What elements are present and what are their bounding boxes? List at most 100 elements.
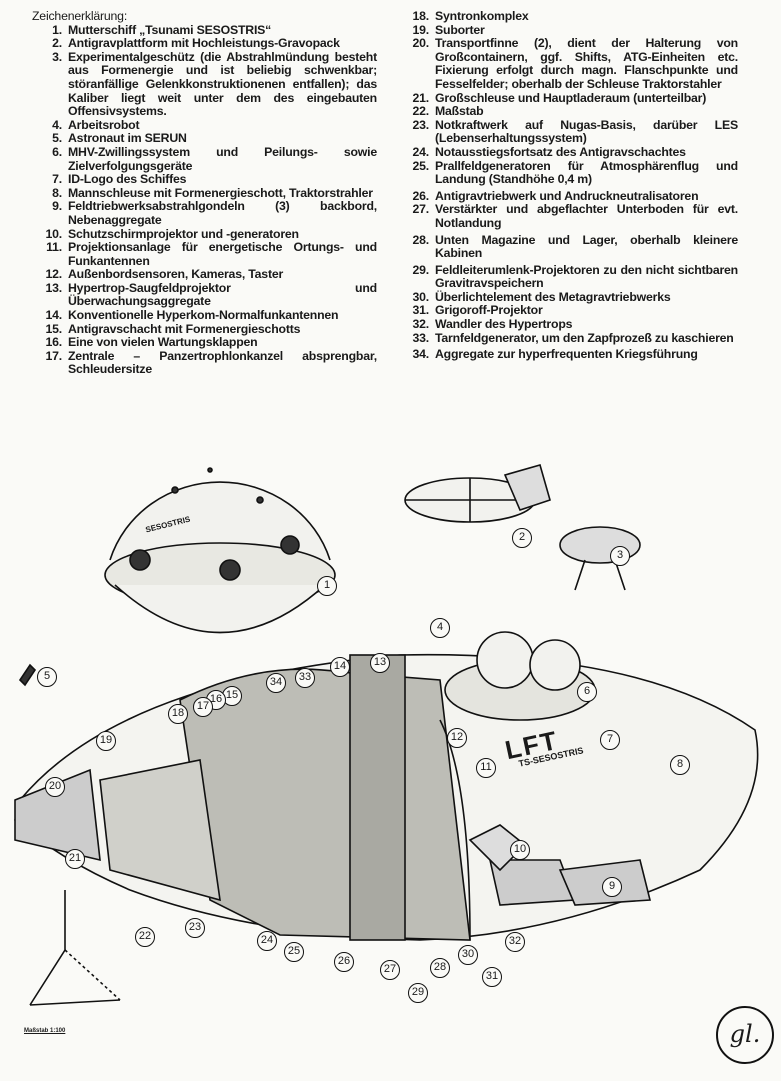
legend-item-text: Feldtriebwerksabstrahlgondeln (3) backbo… xyxy=(68,199,377,227)
legend-item: 29.Feldleiterumlenk-Projektoren zu den n… xyxy=(403,262,739,291)
callout-marker: 1 xyxy=(317,576,337,596)
legend-item-number: 31. xyxy=(412,303,430,318)
legend-item: 1. Mutterschiff „Tsunami SESOSTRIS“ xyxy=(32,22,377,38)
legend-item-number: 1. xyxy=(52,22,62,37)
legend-item-number: 28. xyxy=(412,232,430,247)
callout-marker: 29 xyxy=(408,983,428,1003)
legend-item: 23.Notkraftwerk auf Nugas-Basis, darüber… xyxy=(403,118,739,146)
legend-item-number: 3. xyxy=(52,49,62,64)
callout-marker: 26 xyxy=(334,952,354,972)
legend-item-number: 29. xyxy=(412,262,430,277)
legend-item: 27.Verstärkter und abgeflachter Unterbod… xyxy=(403,202,739,230)
scale-axes xyxy=(29,890,121,1006)
callout-marker: 18 xyxy=(168,704,188,724)
callout-marker: 12 xyxy=(447,728,467,748)
legend-item-number: 14. xyxy=(45,308,63,323)
legend-item-text: Astronaut im SERUN xyxy=(68,131,187,146)
legend-item-number: 34. xyxy=(412,347,430,362)
legend-item-text: Transportfinne (2), dient der Halterung … xyxy=(435,36,738,91)
callout-marker: 27 xyxy=(380,960,400,980)
legend-item-text: Schutzschirmprojektor und -generatoren xyxy=(68,226,299,241)
callout-marker: 33 xyxy=(295,668,315,688)
legend-item: 3. Experimentalgeschütz (die Abstrahlmünd… xyxy=(32,49,377,119)
legend-item: 17.Zentrale – Panzertrophlonkanzel abspr… xyxy=(32,348,378,377)
callout-marker: 28 xyxy=(430,958,450,978)
legend-item-number: 4. xyxy=(52,117,62,132)
legend-item-number: 6. xyxy=(52,144,62,159)
legend-item: 32.Wandler des Hypertrops xyxy=(403,317,738,332)
callout-marker: 17 xyxy=(193,697,213,717)
legend-item: 25. Prallfeldgeneratoren für Atmosphärenf… xyxy=(403,158,739,187)
legend-item: 19. Suborter xyxy=(403,22,738,38)
legend-item-text: Grigoroff-Projektor xyxy=(435,303,543,318)
legend-item-number: 19. xyxy=(412,22,430,37)
astronaut-figure xyxy=(18,663,37,687)
legend-item-text: Prallfeldgeneratoren für Atmosphärenflug… xyxy=(435,158,738,187)
callout-marker: 19 xyxy=(96,731,116,751)
callout-marker: 3 xyxy=(610,546,630,566)
legend-title: Zeichenerklärung: xyxy=(32,9,128,23)
legend-item-number: 26. xyxy=(412,188,430,203)
legend-item-number: 7. xyxy=(52,172,62,187)
legend-item-text: Überlichtelement des Metagravtriebwerks xyxy=(435,289,671,304)
legend-item: 14.Konventionelle Hyperkom-Normalfunkant… xyxy=(32,308,377,323)
legend-item-text: Mutterschiff „Tsunami SESOSTRIS“ xyxy=(68,22,272,37)
legend-item-text: Zentrale – Panzertrophlonkanzel abspreng… xyxy=(68,348,377,377)
legend-item: 8. Mannschleuse mit Formenergieschott, Tr… xyxy=(32,185,377,201)
antigrav-platform xyxy=(404,464,641,591)
legend-item-text: Großschleuse und Hauptladeraum (untertei… xyxy=(435,90,707,105)
legend-item-number: 15. xyxy=(45,321,63,336)
callout-marker: 21 xyxy=(65,849,85,869)
legend-item: 20.Transportfinne (2), dient der Halteru… xyxy=(403,36,739,91)
legend-item-number: 18. xyxy=(412,9,430,23)
legend-item-number: 11. xyxy=(46,240,62,255)
callout-marker: 13 xyxy=(370,653,390,673)
legend-item-text: Aggregate zur hyperfrequenten Kriegsführ… xyxy=(435,347,698,362)
callout-marker: 20 xyxy=(45,777,65,797)
signature-seal: gl. xyxy=(716,1006,774,1064)
legend-item: 31. Grigoroff-Projektor xyxy=(403,304,738,318)
legend-item: 15.Antigravschacht mit Formenergieschott… xyxy=(32,321,377,337)
legend-item-number: 33. xyxy=(412,330,430,345)
legend-item-number: 22. xyxy=(412,104,430,119)
callout-marker: 6 xyxy=(577,682,597,702)
legend-item: 10.Schutzschirmprojektor und -generatore… xyxy=(32,226,377,242)
legend-item-text: Arbeitsrobot xyxy=(68,117,140,132)
legend-item-number: 25. xyxy=(412,158,430,173)
callout-marker: 8 xyxy=(670,755,690,775)
legend-item-number: 27. xyxy=(412,202,430,217)
legend-item-number: 32. xyxy=(412,317,430,332)
legend-item-number: 16. xyxy=(45,335,63,350)
callout-marker: 22 xyxy=(135,927,155,947)
legend-item-number: 13. xyxy=(45,280,63,295)
legend-item-text: Notausstiegsfortsatz des Antigravschacht… xyxy=(435,144,686,159)
callout-marker: 4 xyxy=(430,618,450,638)
legend-item-text: Mannschleuse mit Formenergieschott, Trak… xyxy=(68,185,373,200)
legend-item-text: Hypertrop-Saugfeldprojektor und Überwach… xyxy=(68,280,377,309)
callout-marker: 14 xyxy=(330,657,350,677)
legend-item-number: 8. xyxy=(52,185,62,200)
legend-item: 18. Syntronkomplex xyxy=(403,9,738,24)
legend-item-text: Tarnfeldgenerator, um den Zapfprozeß zu … xyxy=(435,330,734,345)
legend-item-text: Syntronkomplex xyxy=(435,9,529,23)
legend-item-text: Antigravplattform mit Hochleistungs-Grav… xyxy=(68,36,340,51)
legend-item-text: Unten Magazine und Lager, oberhalb klein… xyxy=(435,232,738,261)
callout-marker: 30 xyxy=(458,945,478,965)
legend-item: 21.Großschleuse und Hauptladeraum (unter… xyxy=(403,90,738,106)
legend-item-text: Projektionsanlage für energetische Ortun… xyxy=(68,240,377,268)
legend-item-number: 9. xyxy=(52,199,62,214)
callout-marker: 34 xyxy=(266,673,286,693)
legend-item-text: ID-Logo des Schiffes xyxy=(68,172,187,187)
legend-item: 16.Eine von vielen Wartungsklappen xyxy=(32,336,377,350)
legend-item: 24. Notausstiegsfortsatz des Antigravscha… xyxy=(403,144,738,160)
legend-left-column: Zeichenerklärung: 1. Mutterschiff „Tsunam… xyxy=(32,9,378,377)
legend-item-number: 5. xyxy=(52,131,62,146)
legend-item: 2.Antigravplattform mit Hochleistungs-Gr… xyxy=(32,37,377,51)
legend-item-text: Experimentalgeschütz (die Abstrahlmündun… xyxy=(68,49,377,119)
legend-item-number: 24. xyxy=(412,144,430,159)
legend-item: 33. Tarnfeldgenerator, um den Zapfprozeß … xyxy=(403,330,738,346)
legend-item-text: Suborter xyxy=(435,22,485,37)
main-saucer-hull xyxy=(14,631,759,941)
callout-marker: 11 xyxy=(476,758,496,778)
legend-item: 6.MHV-Zwillingssystem und Peilungs- sowi… xyxy=(32,144,377,173)
